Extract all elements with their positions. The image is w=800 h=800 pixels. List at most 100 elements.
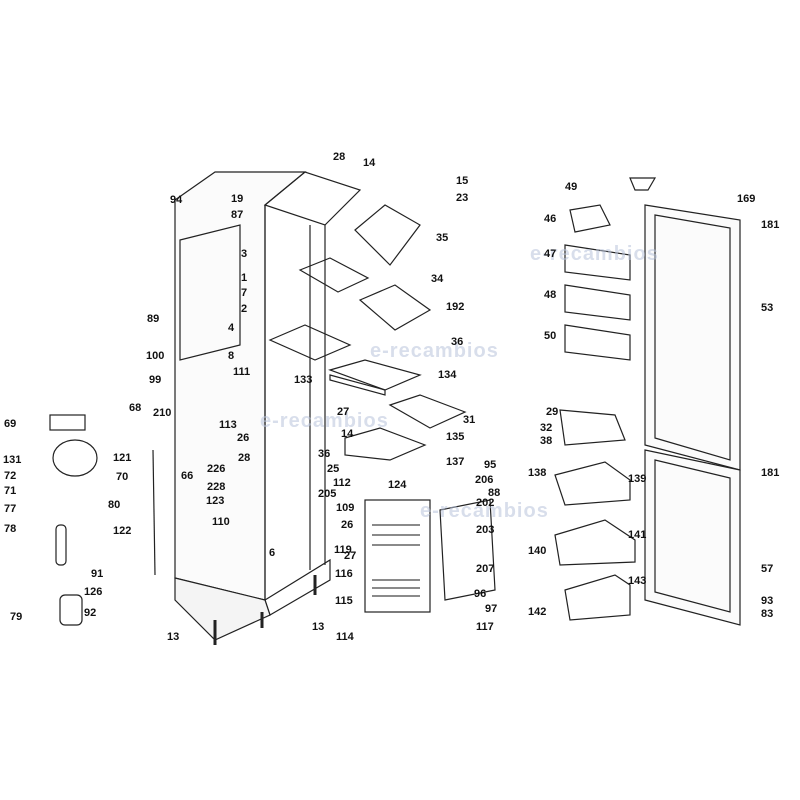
part-label-228: 228 (207, 481, 226, 493)
upper-door (644, 204, 741, 471)
part-label-119: 119 (334, 544, 352, 556)
part-label-114: 114 (336, 631, 354, 643)
part-label-111: 111 (233, 366, 251, 378)
watermark: e-recambios (260, 410, 389, 432)
part-label-53: 53 (761, 302, 774, 314)
part-label-57: 57 (761, 563, 774, 575)
part-label-14: 14 (341, 428, 354, 440)
part-label-69: 69 (4, 418, 17, 430)
part-label-100: 100 (146, 350, 165, 362)
part-label-91: 91 (91, 568, 104, 580)
part-label-181: 181 (761, 219, 780, 231)
part-label-207: 207 (476, 563, 495, 575)
part-label-28: 28 (333, 151, 346, 163)
part-label-19: 19 (231, 193, 244, 205)
part-label-15: 15 (456, 175, 469, 187)
part-label-48: 48 (544, 289, 557, 301)
evaporator-coils (372, 524, 420, 597)
gas-bottle (59, 594, 83, 626)
part-label-99: 99 (149, 374, 162, 386)
part-label-131: 131 (3, 454, 22, 466)
lower-door (644, 449, 741, 626)
part-label-139: 139 (628, 473, 647, 485)
part-label-206: 206 (475, 474, 494, 486)
part-label-94: 94 (170, 194, 183, 206)
part-label-134: 134 (438, 369, 457, 381)
part-label-133: 133 (294, 374, 313, 386)
part-label-29: 29 (546, 406, 559, 418)
compressor-tray (49, 414, 86, 431)
part-label-121: 121 (113, 452, 132, 464)
shelves (268, 204, 467, 461)
part-label-14: 14 (363, 157, 376, 169)
part-label-38: 38 (540, 435, 553, 447)
filter-drier (55, 524, 67, 566)
part-label-13: 13 (312, 621, 325, 633)
part-label-142: 142 (528, 606, 547, 618)
watermark: e-recambios (370, 340, 499, 362)
part-label-137: 137 (446, 456, 465, 468)
part-label-115: 115 (335, 595, 353, 607)
part-label-113: 113 (219, 419, 237, 431)
part-label-3: 3 (241, 248, 248, 260)
part-label-70: 70 (116, 471, 129, 483)
part-label-122: 122 (113, 525, 132, 537)
part-label-205: 205 (318, 488, 337, 500)
part-label-35: 35 (436, 232, 449, 244)
part-label-8: 8 (228, 350, 235, 362)
door-bins (564, 177, 657, 361)
part-label-135: 135 (446, 431, 465, 443)
part-label-116: 116 (335, 568, 353, 580)
part-label-46: 46 (544, 213, 557, 225)
part-label-124: 124 (388, 479, 407, 491)
compressor (52, 439, 98, 477)
part-label-36: 36 (318, 448, 331, 460)
part-label-31: 31 (463, 414, 476, 426)
part-label-27: 27 (337, 406, 350, 418)
evaporator-frame (364, 499, 431, 613)
back-panel (179, 224, 241, 361)
part-label-13: 13 (167, 631, 180, 643)
part-label-96: 96 (474, 588, 487, 600)
part-label-83: 83 (761, 608, 774, 620)
part-label-126: 126 (84, 586, 103, 598)
part-label-66: 66 (181, 470, 194, 482)
part-label-80: 80 (108, 499, 121, 511)
part-label-36: 36 (451, 336, 464, 348)
part-label-28: 28 (238, 452, 251, 464)
part-label-34: 34 (431, 273, 444, 285)
part-label-143: 143 (628, 575, 647, 587)
part-label-123: 123 (206, 495, 225, 507)
part-label-2: 2 (241, 303, 248, 315)
part-label-89: 89 (147, 313, 160, 325)
part-label-79: 79 (10, 611, 23, 623)
part-label-7: 7 (241, 287, 248, 299)
part-label-72: 72 (4, 470, 17, 482)
part-label-26: 26 (237, 432, 250, 444)
part-label-110: 110 (212, 516, 230, 528)
part-label-87: 87 (231, 209, 244, 221)
cable (152, 449, 156, 576)
cabinet-body (174, 171, 362, 645)
watermark: e-recambios (530, 243, 659, 265)
part-label-181: 181 (761, 467, 780, 479)
part-label-97: 97 (485, 603, 498, 615)
part-label-109: 109 (336, 502, 355, 514)
part-label-141: 141 (628, 529, 647, 541)
part-label-68: 68 (129, 402, 142, 414)
part-label-32: 32 (540, 422, 553, 434)
part-label-1: 1 (241, 272, 248, 284)
part-label-23: 23 (456, 192, 469, 204)
part-label-27: 27 (344, 550, 357, 562)
part-label-226: 226 (207, 463, 226, 475)
part-label-138: 138 (528, 467, 547, 479)
part-label-50: 50 (544, 330, 557, 342)
part-label-6: 6 (269, 547, 276, 559)
part-label-140: 140 (528, 545, 547, 557)
part-label-210: 210 (153, 407, 172, 419)
part-label-192: 192 (446, 301, 465, 313)
part-label-117: 117 (476, 621, 494, 633)
part-label-49: 49 (565, 181, 578, 193)
